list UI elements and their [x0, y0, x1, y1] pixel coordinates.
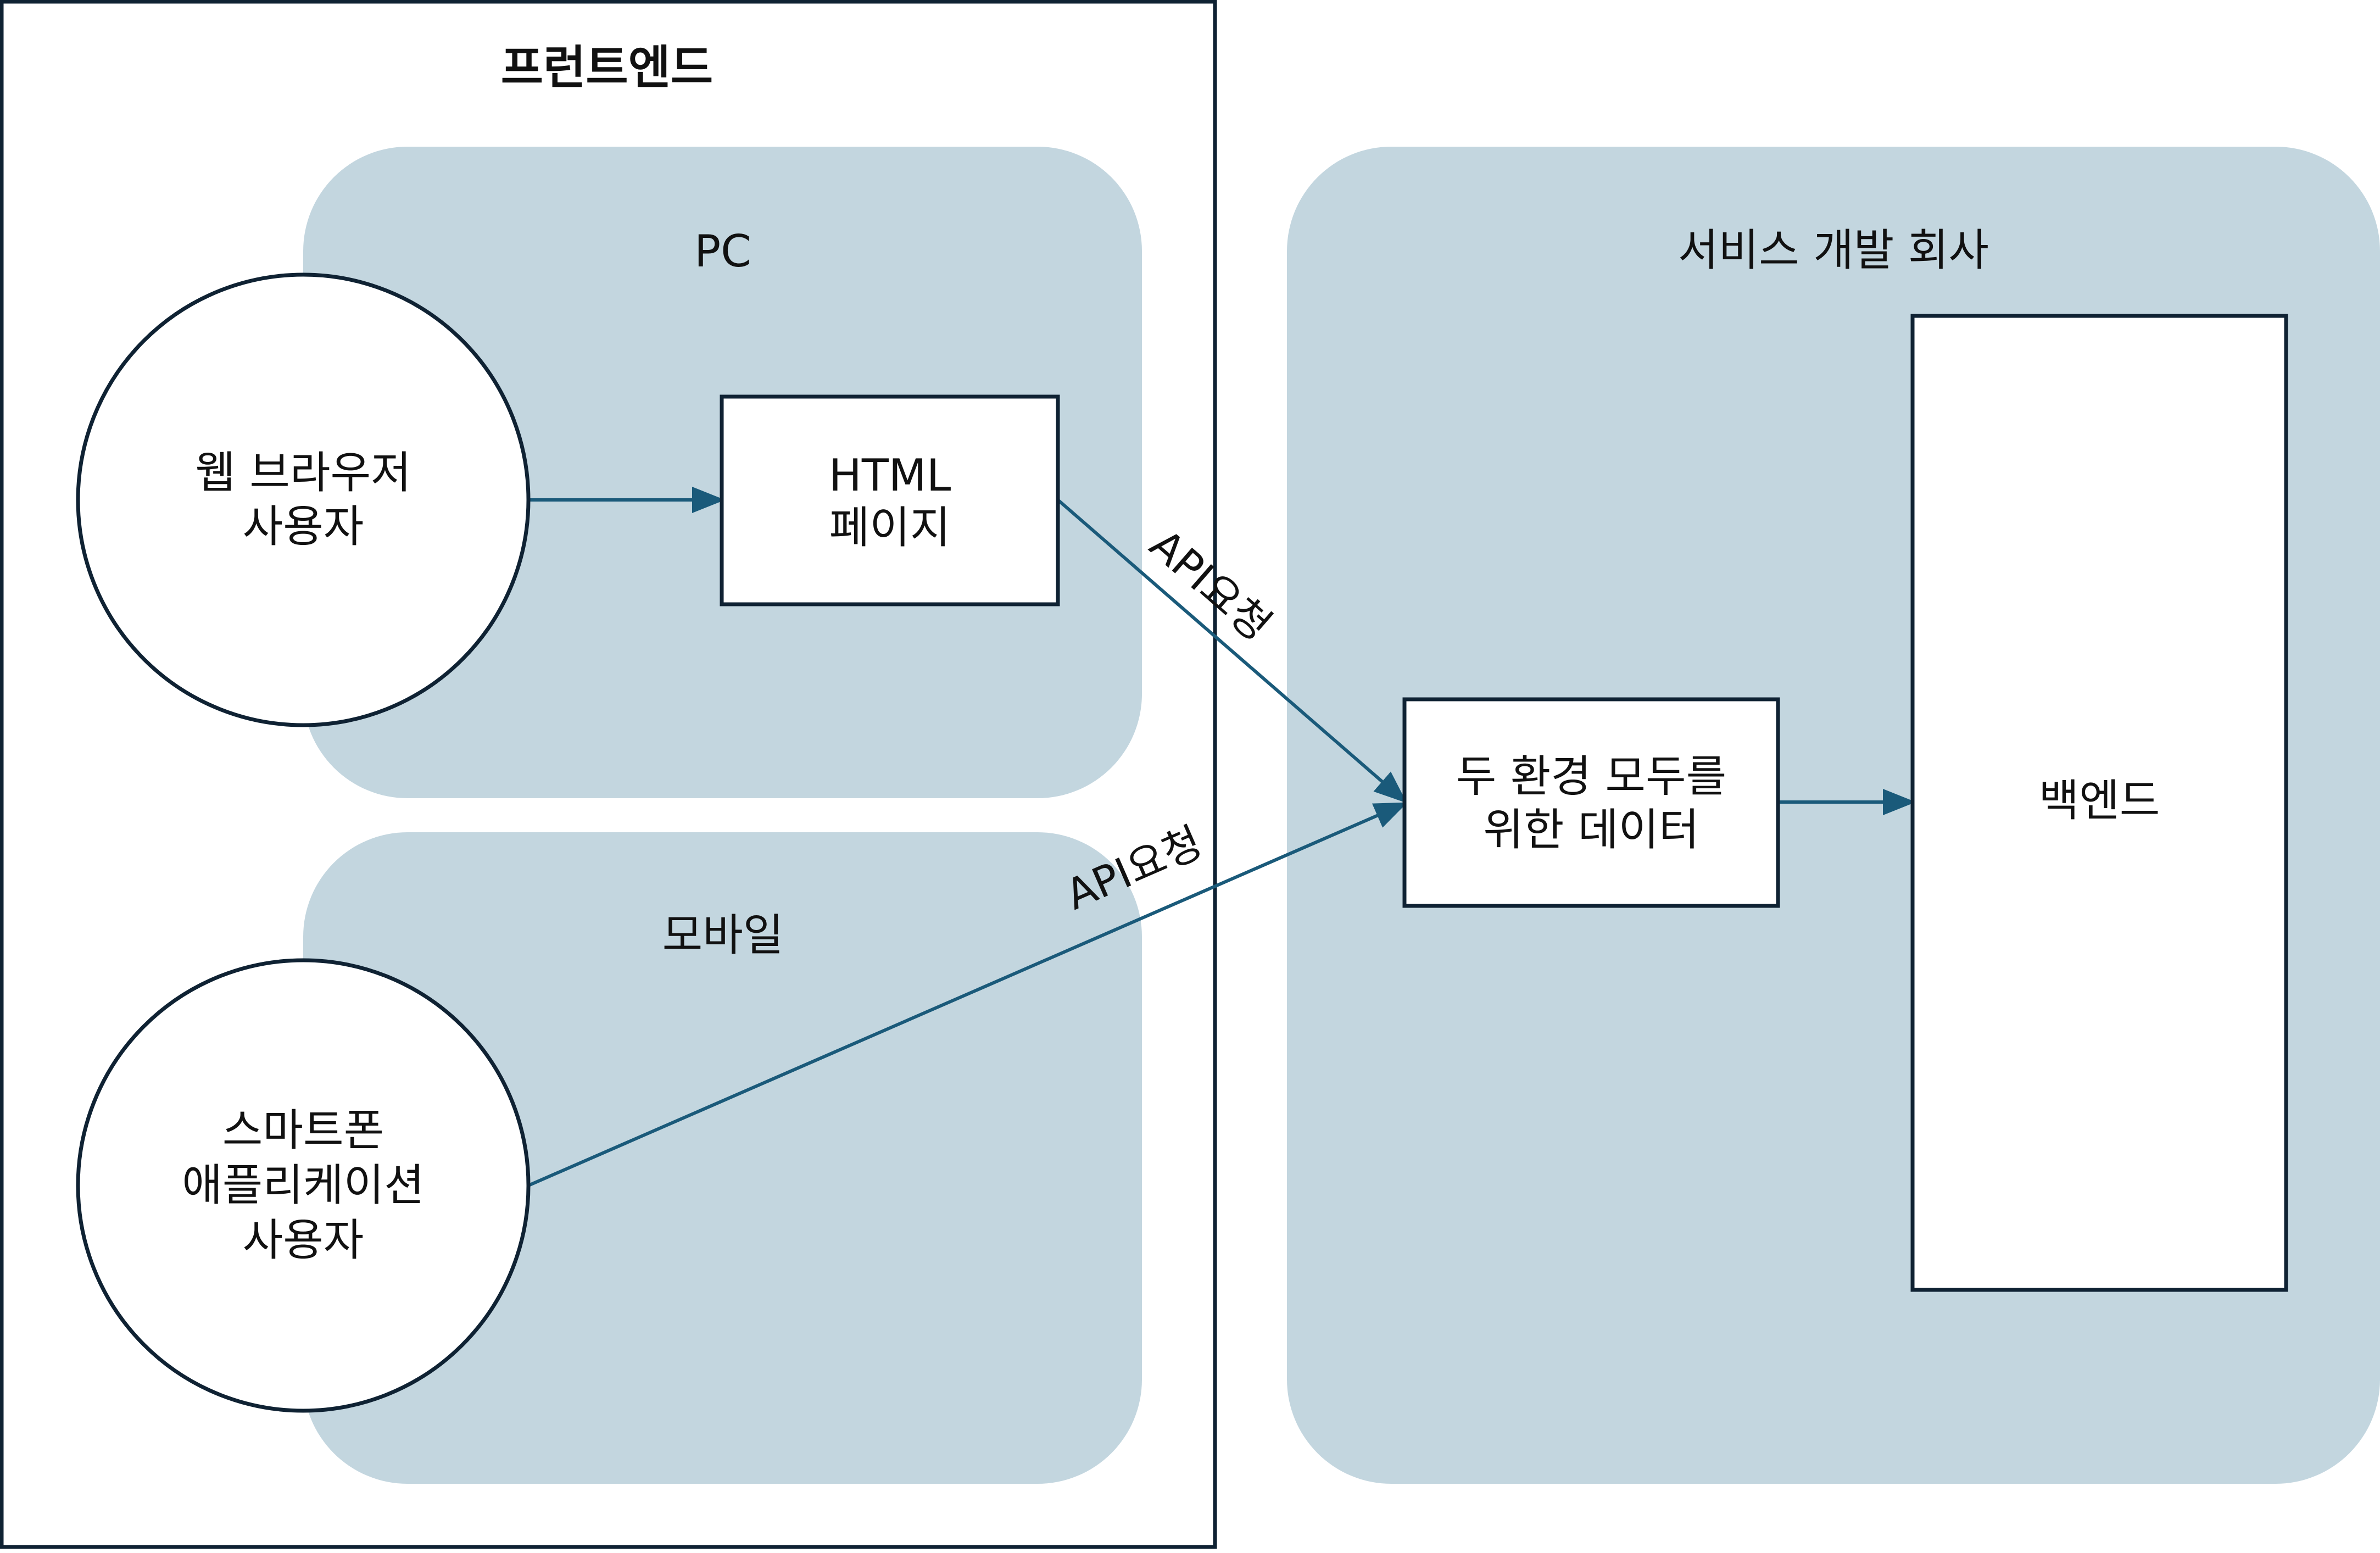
app-user-node — [76, 958, 531, 1413]
web-user-label-line1: 웹 브라우저 — [195, 447, 411, 498]
pc-group-title: PC — [694, 226, 751, 277]
app-user-label-line3: 사용자 — [243, 1215, 364, 1266]
company-group-title: 서비스 개발 회사 — [1678, 225, 1989, 276]
frontend-boundary — [0, 0, 1217, 1549]
html-page-node — [720, 394, 1060, 606]
app-user-label-line2: 애플리케이션 — [182, 1160, 425, 1211]
edge-html-to-data — [1057, 498, 1407, 803]
backend-node — [1910, 314, 2288, 1292]
edge-app-user-to-data — [527, 802, 1408, 1187]
html-page-label-line2: 페이지 — [829, 502, 951, 553]
backend-label: 백엔드 — [2039, 775, 2160, 826]
web-user-label-line2: 사용자 — [243, 501, 364, 552]
mobile-group-title: 모바일 — [662, 910, 784, 961]
frontend-title: 프런트엔드 — [501, 41, 713, 94]
web-user-node — [76, 272, 531, 727]
data-label-line2: 위한 데이터 — [1483, 804, 1699, 855]
mobile-group — [303, 832, 1142, 1484]
data-label-line1: 두 환경 모두를 — [1456, 751, 1726, 802]
data-node — [1402, 697, 1780, 908]
app-user-label-line1: 스마트폰 — [222, 1105, 384, 1156]
html-page-label-line1: HTML — [829, 450, 951, 501]
